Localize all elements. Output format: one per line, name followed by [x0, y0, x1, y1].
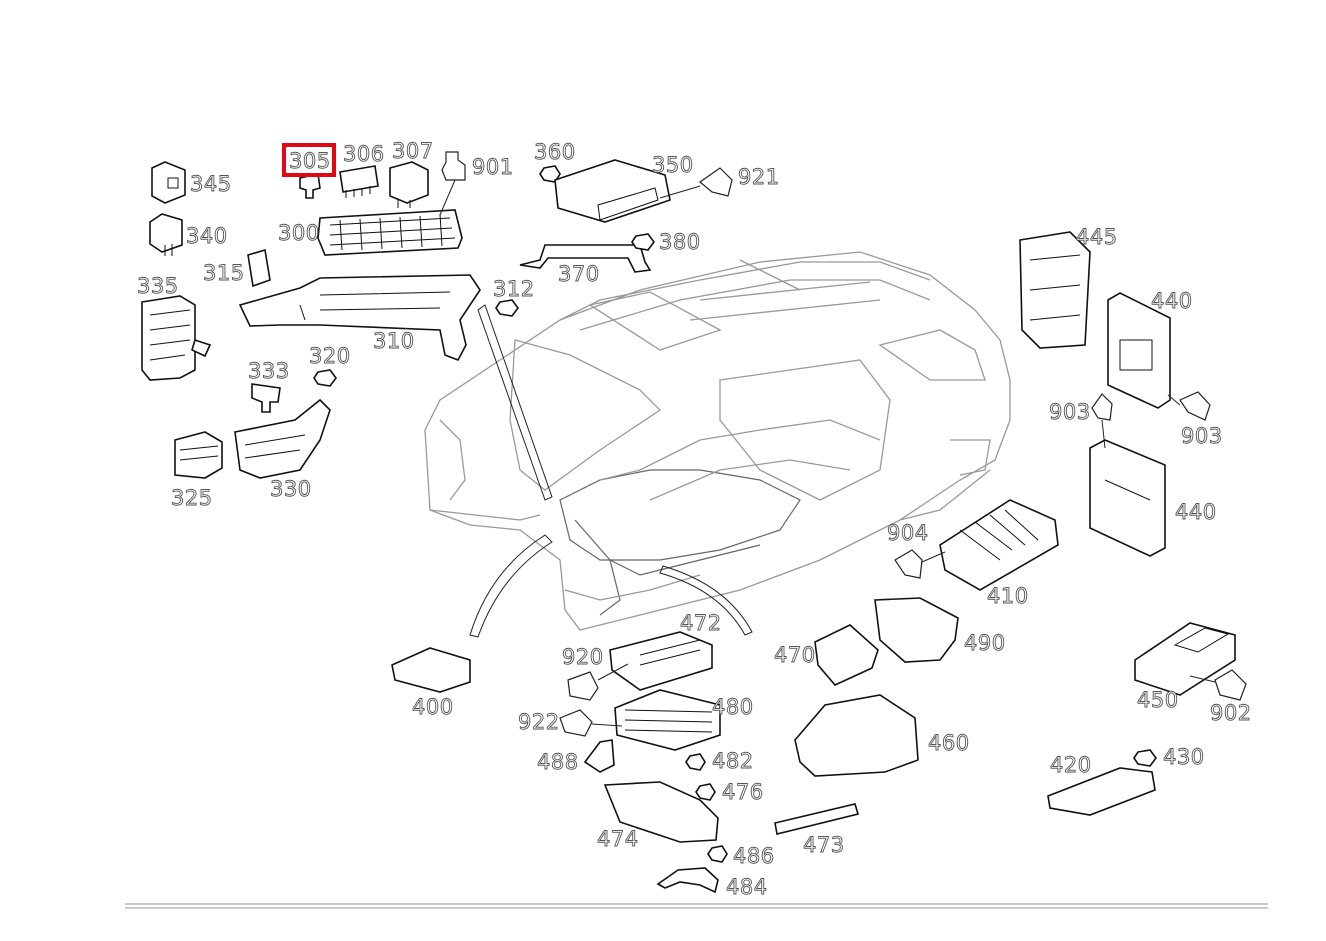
relay-340[interactable]	[149, 213, 183, 256]
callout-330[interactable]: 330	[270, 477, 312, 502]
control-unit-440-lower[interactable]	[1089, 439, 1166, 557]
callout-901[interactable]: 901	[472, 155, 514, 180]
nut-482[interactable]	[685, 753, 706, 771]
callout-345[interactable]: 345	[190, 172, 232, 197]
fusebox-335[interactable]	[141, 295, 212, 381]
callout-labels: 305 306 307 901 360 350 921 345 340 300 …	[137, 139, 1252, 900]
callout-450[interactable]: 450	[1137, 688, 1179, 713]
callout-370[interactable]: 370	[558, 262, 600, 287]
callout-490[interactable]: 490	[964, 631, 1006, 656]
connector-901-icon	[439, 151, 466, 216]
callout-903-left[interactable]: 903	[1049, 400, 1091, 425]
callout-474[interactable]: 474	[597, 827, 639, 852]
callout-360[interactable]: 360	[534, 140, 576, 165]
callout-482[interactable]: 482	[712, 749, 754, 774]
callout-335[interactable]: 335	[137, 274, 179, 299]
control-unit-420[interactable]	[1047, 767, 1156, 816]
tray-460[interactable]	[794, 694, 919, 777]
nut-320[interactable]	[313, 369, 337, 387]
relay-345[interactable]	[151, 161, 186, 204]
callout-350[interactable]: 350	[652, 153, 694, 178]
control-unit-472[interactable]	[609, 631, 713, 691]
vehicle-body-shell	[424, 251, 1011, 631]
callout-307[interactable]: 307	[392, 139, 434, 164]
connector-921-icon	[659, 167, 733, 199]
callout-920[interactable]: 920	[562, 645, 604, 670]
control-unit-410[interactable]	[939, 499, 1059, 591]
bracket-488[interactable]	[583, 739, 615, 773]
callout-420[interactable]: 420	[1050, 753, 1092, 778]
callout-312[interactable]: 312	[493, 277, 535, 302]
nut-312[interactable]	[495, 299, 519, 317]
callout-488[interactable]: 488	[537, 750, 579, 775]
module-315[interactable]	[247, 248, 271, 288]
connector-903b-icon	[1167, 391, 1211, 421]
callout-410[interactable]: 410	[987, 584, 1029, 609]
callout-300[interactable]: 300	[278, 221, 320, 246]
airbag-unit-400[interactable]	[391, 647, 471, 693]
callout-470[interactable]: 470	[774, 643, 816, 668]
fuse-305[interactable]	[299, 173, 321, 199]
connector-904-icon	[894, 549, 946, 579]
control-unit-450[interactable]	[1134, 622, 1236, 696]
callout-440-lower[interactable]: 440	[1175, 500, 1217, 525]
callout-325[interactable]: 325	[171, 486, 213, 511]
fusebox-325[interactable]	[174, 431, 223, 479]
callout-921[interactable]: 921	[738, 165, 780, 190]
callout-333[interactable]: 333	[248, 359, 290, 384]
bracket-474[interactable]	[603, 781, 719, 843]
callout-445[interactable]: 445	[1076, 225, 1118, 250]
callout-902[interactable]: 902	[1210, 701, 1252, 726]
callout-473[interactable]: 473	[803, 833, 845, 858]
callout-480[interactable]: 480	[712, 695, 754, 720]
callout-430[interactable]: 430	[1163, 745, 1205, 770]
callout-440-upper[interactable]: 440	[1151, 289, 1193, 314]
tray-470[interactable]	[814, 624, 879, 686]
control-unit-350[interactable]	[554, 159, 671, 223]
connector-902-icon	[1189, 669, 1247, 701]
bracket-310[interactable]	[238, 274, 481, 362]
callout-306[interactable]: 306	[343, 142, 385, 167]
callout-903-right[interactable]: 903	[1181, 424, 1223, 449]
module-445[interactable]	[1019, 231, 1091, 349]
callout-484[interactable]: 484	[726, 875, 768, 900]
fusebox-330[interactable]	[234, 398, 331, 479]
callout-904[interactable]: 904	[887, 521, 929, 546]
nut-476[interactable]	[695, 783, 716, 801]
callout-400[interactable]: 400	[412, 695, 454, 720]
nut-430[interactable]	[1133, 749, 1157, 767]
relay-307[interactable]	[389, 161, 429, 208]
callout-486[interactable]: 486	[733, 844, 775, 869]
connector-903a-icon	[1091, 393, 1113, 449]
bracket-370[interactable]	[519, 244, 652, 273]
callout-315[interactable]: 315	[203, 261, 245, 286]
callout-305[interactable]: 305	[289, 149, 331, 174]
fuse-333[interactable]	[251, 383, 281, 413]
callout-476[interactable]: 476	[722, 780, 764, 805]
strip-473[interactable]	[774, 803, 860, 835]
tray-490[interactable]	[874, 597, 959, 663]
relay-306[interactable]	[339, 165, 379, 198]
nut-380[interactable]	[631, 233, 655, 251]
control-unit-440-upper[interactable]	[1107, 292, 1171, 409]
callout-380[interactable]: 380	[659, 230, 701, 255]
callout-922[interactable]: 922	[518, 710, 560, 735]
highlight-box-305	[282, 143, 336, 177]
bracket-484[interactable]	[656, 867, 719, 894]
connector-922-icon	[559, 709, 623, 737]
callout-310[interactable]: 310	[373, 329, 415, 354]
callout-460[interactable]: 460	[928, 731, 970, 756]
callout-320[interactable]: 320	[309, 344, 351, 369]
nut-486[interactable]	[707, 845, 728, 863]
fusebox-300[interactable]	[317, 209, 463, 256]
callout-340[interactable]: 340	[186, 224, 228, 249]
connector-920-icon	[567, 663, 629, 701]
pointer-arrows	[469, 304, 753, 638]
callout-472[interactable]: 472	[680, 611, 722, 636]
battery-480[interactable]	[614, 689, 721, 751]
